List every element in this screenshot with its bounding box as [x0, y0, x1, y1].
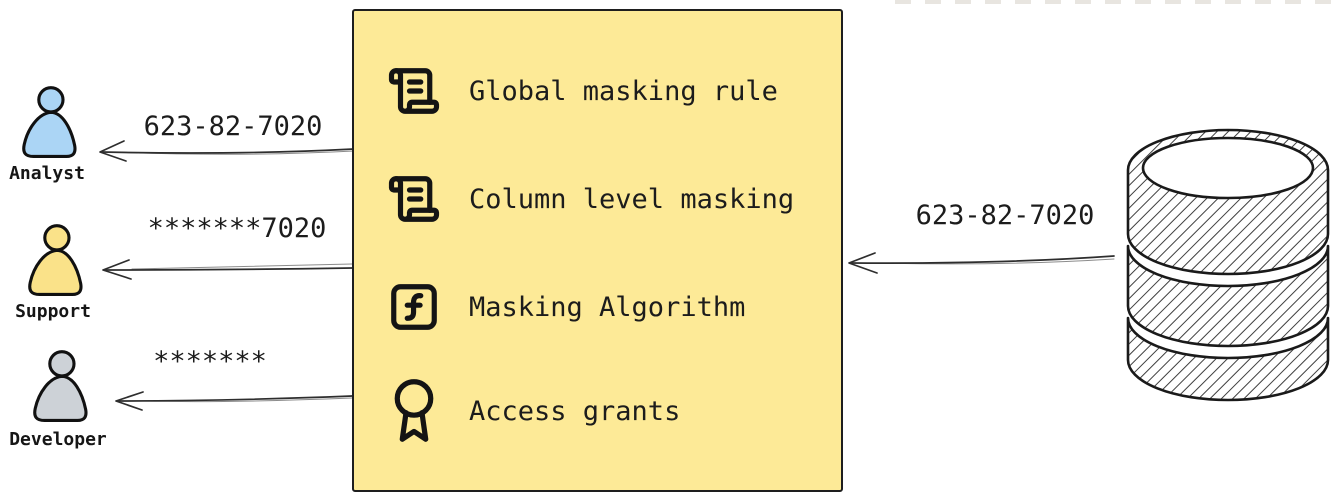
box-item-access-grants: Access grants [387, 377, 680, 445]
box-item-label: Global masking rule [469, 75, 778, 107]
arrow-box-to-analyst [99, 140, 355, 162]
original-value-from-db: 623-82-7020 [915, 200, 1095, 231]
masked-value-developer: ******* [153, 346, 267, 377]
persona-name-label: Developer [9, 429, 107, 450]
function-icon [387, 280, 441, 334]
box-item-label: Masking Algorithm [469, 291, 746, 323]
database-icon [1126, 128, 1330, 402]
persona-support: Support [15, 224, 91, 322]
scroll-icon [387, 172, 441, 226]
arrow-box-to-support [102, 259, 353, 280]
box-item-label: Access grants [469, 395, 681, 427]
persona-name-label: Analyst [9, 163, 85, 184]
box-item-column-level-masking: Column level masking [387, 171, 794, 227]
person-icon [33, 350, 88, 423]
person-icon [28, 224, 83, 297]
person-icon [22, 86, 77, 159]
persona-developer: Developer [9, 350, 107, 450]
persona-analyst: Analyst [9, 86, 85, 184]
masking-policy-box: Global masking rule Column level masking… [352, 9, 843, 492]
persona-name-label: Support [15, 301, 91, 322]
award-icon [387, 377, 441, 445]
masked-value-analyst: 623-82-7020 [143, 111, 323, 142]
scroll-icon [387, 64, 441, 118]
box-item-label: Column level masking [469, 183, 795, 215]
box-item-masking-algorithm: Masking Algorithm [387, 279, 745, 335]
masked-value-support: *******7020 [147, 213, 327, 244]
arrow-db-to-box [848, 252, 1115, 274]
box-item-global-masking-rule: Global masking rule [387, 63, 778, 119]
arrow-box-to-developer [115, 391, 353, 411]
dashed-line-decoration [895, 0, 1340, 4]
